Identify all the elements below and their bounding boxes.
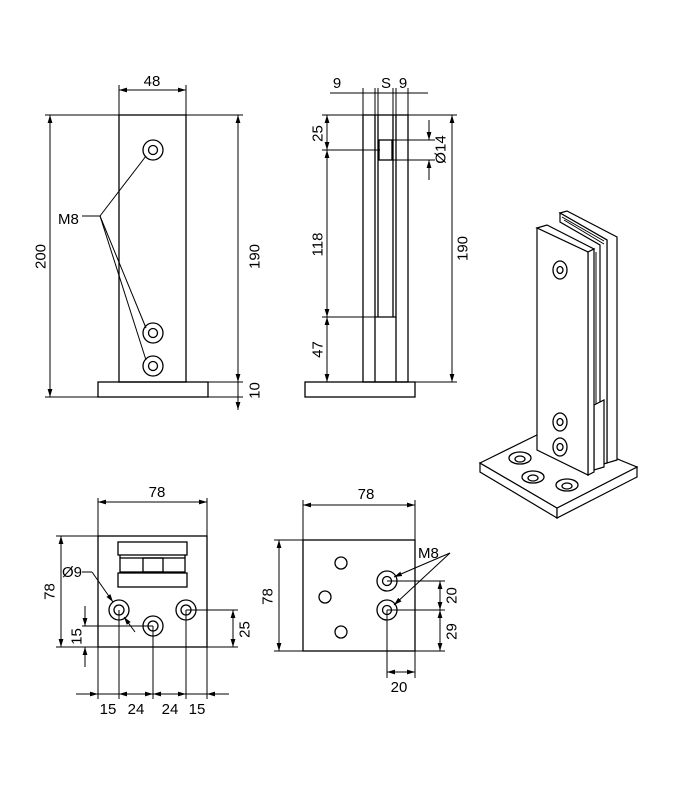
base-plate xyxy=(97,381,209,398)
dim-slot-length: 118 xyxy=(310,233,327,257)
label-hole-diameter: Ø9 xyxy=(62,564,82,581)
dim-hole-side: 25 xyxy=(237,621,254,638)
m8-holes xyxy=(142,139,164,377)
dim-spacing-1: 15 xyxy=(100,701,117,718)
dim-base-thickness: 10 xyxy=(247,382,264,399)
base-square xyxy=(302,539,416,652)
dim-post-height: 190 xyxy=(455,236,472,261)
dim-hole-x: 20 xyxy=(391,679,408,696)
dim-top-offset: 25 xyxy=(310,125,327,142)
isometric-view xyxy=(478,210,639,520)
dim-right-plate: 9 xyxy=(399,75,407,92)
dim-bottom: 47 xyxy=(310,341,327,358)
dim-hole-front: 15 xyxy=(69,628,86,645)
dim-spacing-3: 24 xyxy=(162,701,179,718)
dim-gap: S xyxy=(381,75,391,92)
bottom-view-base: 78 78 M8 20 29 20 xyxy=(260,486,461,696)
dim-hole-spacing: 20 xyxy=(444,587,461,604)
front-view: 48 200 190 10 M8 xyxy=(33,73,264,410)
dim-depth: 78 xyxy=(260,588,277,605)
dim-depth: 78 xyxy=(42,583,59,600)
dim-spacing-2: 24 xyxy=(128,701,145,718)
side-view: 9 S 9 25 118 47 Ø14 190 xyxy=(304,75,472,398)
dim-post-height: 190 xyxy=(247,244,264,269)
top-view-clamp: 78 78 15 25 Ø9 15 24 24 15 xyxy=(42,484,254,718)
dim-hole-edge: 29 xyxy=(444,623,461,640)
dim-spacing-4: 15 xyxy=(189,701,206,718)
post-outline xyxy=(362,114,409,383)
dim-width: 48 xyxy=(144,73,161,90)
label-m8: M8 xyxy=(418,545,439,562)
dim-total-height: 200 xyxy=(33,244,50,269)
dim-left-plate: 9 xyxy=(333,75,341,92)
dim-width: 78 xyxy=(358,486,375,503)
pin xyxy=(378,139,393,161)
base-plate xyxy=(304,381,416,398)
dim-pin-diameter: Ø14 xyxy=(433,135,450,163)
dim-width: 78 xyxy=(149,484,166,501)
label-m8: M8 xyxy=(58,211,79,228)
